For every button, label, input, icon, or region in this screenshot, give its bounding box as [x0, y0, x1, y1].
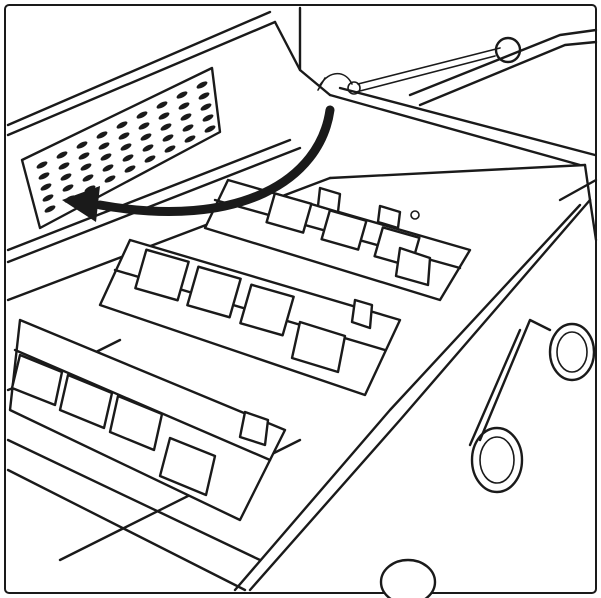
vent-slot — [42, 194, 54, 202]
vent-slot — [138, 122, 150, 130]
vent-slot — [182, 124, 194, 132]
vent-slot — [96, 131, 108, 139]
vent-slot — [78, 152, 90, 160]
vent-slot — [116, 121, 128, 129]
vent-slot — [82, 174, 94, 182]
vent-slot — [196, 81, 208, 89]
vent-slot — [178, 102, 190, 110]
vent-slot — [120, 143, 132, 151]
vent-slot — [62, 184, 74, 192]
vent-slot — [122, 154, 134, 162]
curved-arrow-icon — [62, 105, 335, 222]
vent-slot — [180, 113, 192, 121]
vent-slot — [58, 162, 70, 170]
vent-slot — [142, 144, 154, 152]
vent-slot — [160, 123, 172, 131]
vent-slot — [36, 161, 48, 169]
vent-slot — [118, 132, 130, 140]
vent-slot — [156, 101, 168, 109]
vent-slot — [124, 165, 136, 173]
vent-slot — [44, 205, 56, 213]
vent-slot — [100, 153, 112, 161]
vent-slot — [76, 141, 88, 149]
vent-slot — [176, 91, 188, 99]
vent-slot — [104, 175, 116, 183]
vent-slot — [56, 151, 68, 159]
vent-slot — [136, 111, 148, 119]
vent-slot — [40, 183, 52, 191]
vent-slot — [158, 112, 170, 120]
vent-slot — [38, 172, 50, 180]
vent-slot — [98, 142, 110, 150]
vent-slot — [102, 164, 114, 172]
vent-slot — [162, 134, 174, 142]
vent-slot — [164, 145, 176, 153]
vent-slot — [80, 163, 92, 171]
figure-frame — [4, 4, 597, 594]
vent-slot — [184, 135, 196, 143]
vent-slot — [200, 103, 212, 111]
vent-slot — [60, 173, 72, 181]
vent-slot — [140, 133, 152, 141]
flavorizer-bar-front — [8, 318, 287, 522]
flavorizer-bar-middle — [98, 238, 402, 397]
grill-back-wall — [6, 6, 598, 264]
flavorizer-bar-back — [203, 178, 472, 302]
vent-slot — [198, 92, 210, 100]
ignition-hook-icon — [317, 36, 522, 95]
vent-slot — [204, 125, 216, 133]
control-knob-icon — [379, 318, 596, 598]
vent-slot — [144, 155, 156, 163]
vent-slot — [202, 114, 214, 122]
